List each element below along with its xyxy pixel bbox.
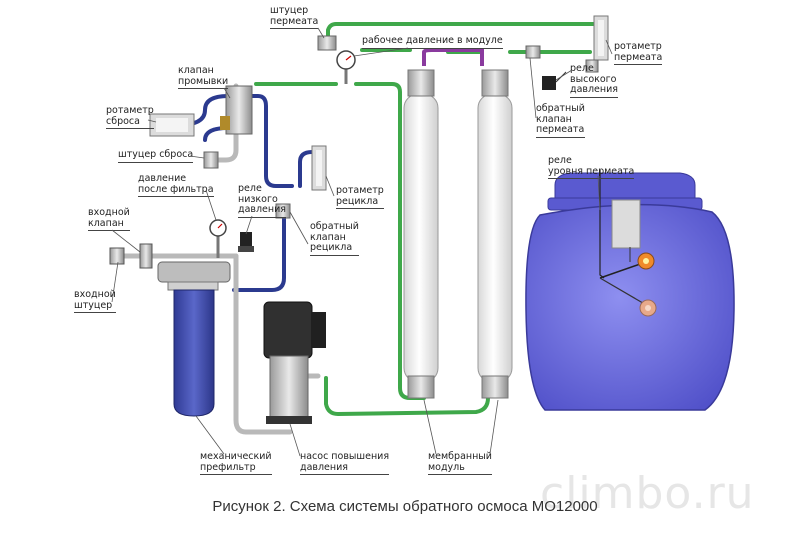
flush-valve-icon [220,85,253,135]
permeate-tank [525,172,735,411]
label-permeate-fitting: штуцер пермеата [270,5,319,29]
recycle-check-valve-icon [275,203,291,219]
booster-pump [263,301,326,424]
label-working-pressure: рабочее давление в модуле [362,35,503,49]
label-recycle-check-valve: обратный клапан рецикла [310,221,359,256]
prefilter-housing [157,261,231,417]
watermark: climbo.ru [540,468,755,519]
label-drain-fitting: штуцер сброса [118,149,194,163]
label-membrane-module: мембранный модуль [428,451,492,475]
pressure-gauge-icon [336,50,356,84]
permeate-check-valve-icon [525,45,541,59]
label-prefilter: механический префильтр [200,451,272,475]
membrane-module-2 [477,69,513,399]
label-recycle-rotameter: ротаметр рецикла [336,185,384,209]
label-inlet-fitting: входной штуцер [74,289,116,313]
permeate-upper-purple [422,48,484,66]
low-pressure-relay-icon [238,232,254,252]
high-pressure-relay-icon [542,71,567,90]
label-high-pressure-relay: реле высокого давления [570,63,619,98]
label-permeate-check-valve: обратный клапан пермеата [536,103,585,138]
label-drain-rotameter: ротаметр сброса [106,105,154,129]
recycle-rotameter-icon [311,145,327,191]
label-low-pressure-relay: реле низкого давления [238,183,287,218]
drain-rotameter-icon [149,113,195,137]
label-permeate-level-relay: реле уровня пермеата [548,155,635,179]
filter-pressure-gauge-icon [209,219,227,258]
drain-fitting-icon [203,151,219,169]
label-booster-pump: насос повышения давления [300,451,390,475]
label-after-filter-pressure: давление после фильтра [138,173,214,197]
upper-float [637,252,655,270]
lower-float [639,299,657,317]
permeate-fitting-icon [317,35,337,51]
tank-inlet-fitting-icon [585,59,599,73]
label-flush-valve: клапан промывки [178,65,229,89]
label-inlet-valve: входной клапан [88,207,130,231]
permeate-rotameter-icon [593,15,609,61]
figure-caption: Рисунок 2. Схема системы обратного осмос… [212,498,598,515]
label-permeate-rotameter: ротаметр пермеата [614,41,663,65]
membrane-module-1 [403,69,439,399]
